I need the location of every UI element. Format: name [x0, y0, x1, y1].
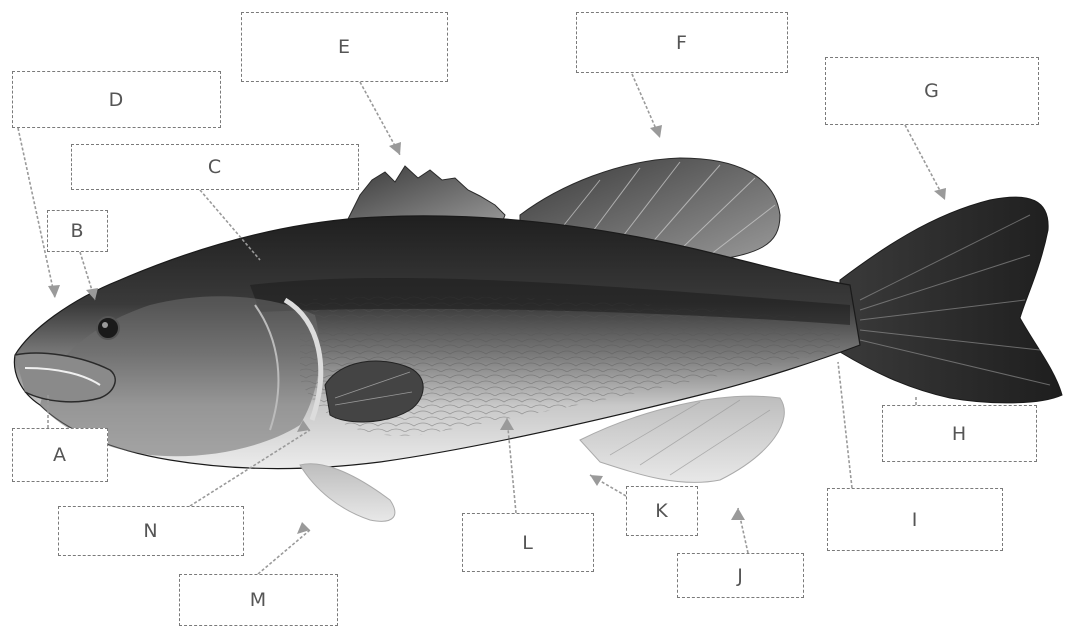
label-j: J: [737, 565, 744, 587]
label-box-l: L: [462, 513, 594, 572]
pelvic-fin: [300, 464, 395, 522]
eye: [97, 317, 119, 339]
label-box-h: H: [882, 405, 1037, 462]
label-d: D: [109, 89, 125, 111]
label-n: N: [143, 520, 158, 542]
label-box-j: J: [677, 553, 804, 598]
label-i: I: [912, 509, 919, 531]
label-box-k: K: [626, 486, 698, 536]
label-box-c: C: [71, 144, 359, 190]
label-f: F: [676, 32, 688, 54]
label-a: A: [53, 444, 67, 466]
label-box-m: M: [179, 574, 338, 626]
label-box-b: B: [47, 210, 108, 252]
label-g: G: [924, 80, 940, 102]
label-m: M: [250, 589, 267, 611]
label-box-d: D: [12, 71, 221, 128]
label-k: K: [655, 500, 668, 522]
label-box-e: E: [241, 12, 448, 82]
label-e: E: [338, 36, 351, 58]
label-c: C: [208, 156, 222, 178]
label-l: L: [522, 532, 534, 554]
label-box-f: F: [576, 12, 788, 73]
label-b: B: [70, 220, 84, 242]
caudal-fin: [840, 197, 1062, 403]
label-box-n: N: [58, 506, 244, 556]
label-box-i: I: [827, 488, 1003, 551]
label-box-a: A: [12, 428, 108, 482]
label-h: H: [952, 423, 967, 445]
label-box-g: G: [825, 57, 1039, 125]
